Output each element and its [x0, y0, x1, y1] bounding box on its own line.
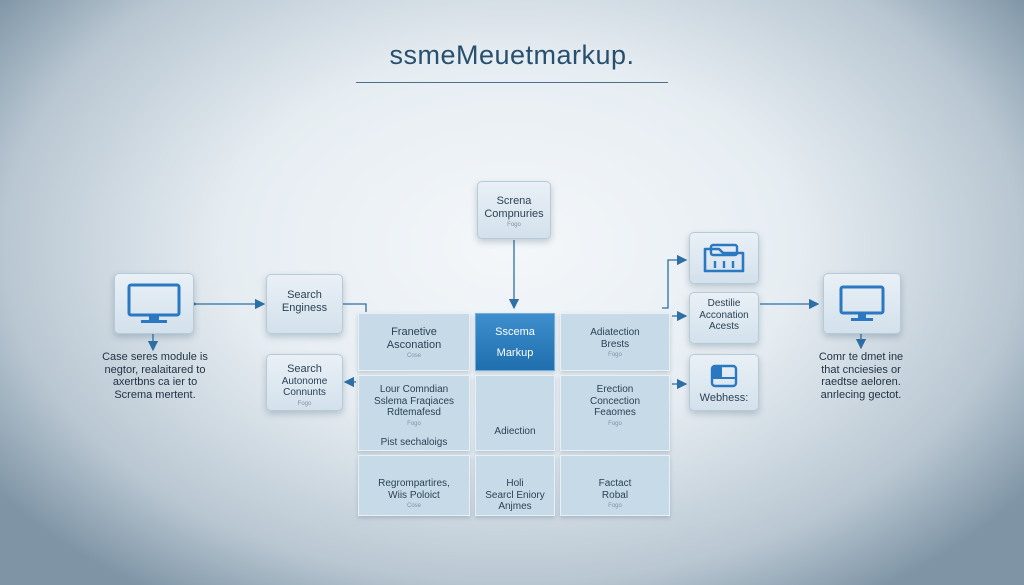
grid-cell-addition-briets: Adiatection Brests Fogo	[560, 313, 670, 371]
browser-window-icon	[710, 364, 738, 388]
left-monitor-node	[114, 273, 194, 334]
schema-companies-node: Screna Compnuries Fogo	[477, 181, 551, 239]
page-title: ssmeMeuetmarkup.	[389, 40, 635, 70]
right-caption: Comr te dmet ine that cnciesies or raedt…	[818, 351, 904, 401]
grid-cell-holi: Holi Searcl Eniory Anjmes	[475, 455, 555, 516]
connector-grid-folder	[662, 254, 688, 309]
right-monitor-node	[823, 273, 901, 334]
monitor-icon	[127, 283, 181, 323]
folder-icon	[703, 243, 745, 273]
grid-cell-adiection: Adiection	[475, 375, 555, 451]
grid-cell-regrompartires: Regrompartires, Wiis Poloict Cose	[358, 455, 470, 516]
left-caption: Case seres module is negtor, realaitared…	[102, 351, 208, 401]
monitor-icon	[839, 285, 885, 321]
grid-cell-lour-commidian: Lour Comndian Sslema Fraqiaces Rdtemafes…	[358, 375, 470, 451]
folder-node	[689, 232, 759, 284]
grid-cell-schema-markup: Sscema Markup	[475, 313, 555, 371]
grid-cell-erection: Erection Concection Feaomes Fogo	[560, 375, 670, 451]
title-underline	[356, 82, 668, 83]
grid-cell-frantive: Franetive Asconation Cose	[358, 313, 470, 371]
grid-cell-factact-robal: Factact Robal Fogo	[560, 455, 670, 516]
connector-search-grid	[343, 303, 367, 312]
destilie-node: Destilie Acconation Acests	[689, 292, 759, 344]
webhess-node: Webhess:	[689, 354, 759, 411]
search-autonome-node: Search Autonome Connunts Fogo	[266, 354, 343, 411]
search-engines-node: Search Enginess	[266, 274, 343, 334]
